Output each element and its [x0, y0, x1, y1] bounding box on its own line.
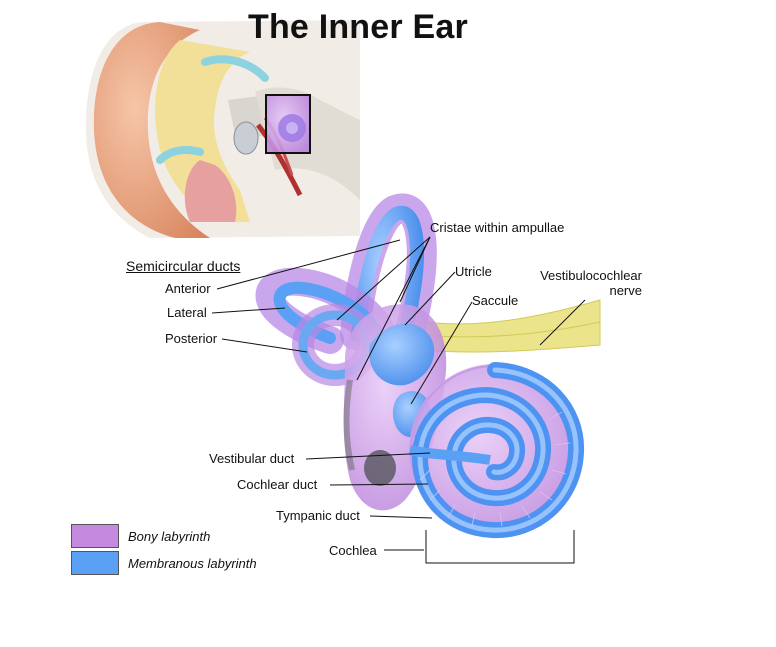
eardrum [234, 122, 258, 154]
label-cochlea: Cochlea [329, 543, 377, 558]
label-tympanic-duct: Tympanic duct [276, 508, 360, 523]
label-vestibulocochlear-line2: nerve [532, 283, 642, 298]
cochlea-shape [409, 364, 581, 536]
label-posterior: Posterior [165, 331, 217, 346]
legend-swatch-bony [71, 524, 119, 548]
legend-label-bony: Bony labyrinth [128, 529, 210, 544]
label-utricle: Utricle [455, 264, 492, 279]
label-lateral: Lateral [167, 305, 207, 320]
page-title: The Inner Ear [248, 8, 468, 47]
leader-tympanic-duct [370, 516, 432, 518]
semicircular-ducts-heading: Semicircular ducts [126, 258, 240, 274]
legend-label-membranous: Membranous labyrinth [128, 556, 257, 571]
label-cochlear-duct: Cochlear duct [237, 477, 317, 492]
label-vestibulocochlear-line1: Vestibulocochlear [532, 268, 642, 283]
outer-ear-inset [86, 20, 360, 238]
label-anterior: Anterior [165, 281, 211, 296]
label-vestibular-duct: Vestibular duct [209, 451, 294, 466]
label-saccule: Saccule [472, 293, 518, 308]
legend-swatch-membranous [71, 551, 119, 575]
label-cristae: Cristae within ampullae [430, 220, 564, 235]
